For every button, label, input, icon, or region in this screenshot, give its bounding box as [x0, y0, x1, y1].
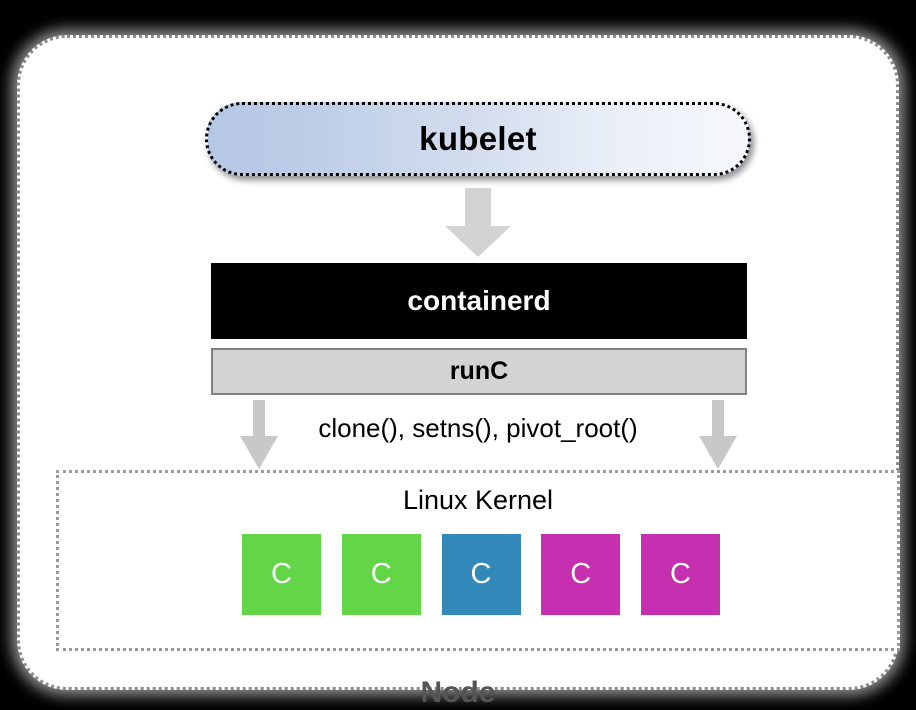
container-glyph: C: [670, 558, 691, 590]
container-glyph: C: [271, 558, 292, 590]
linux-kernel-label: Linux Kernel: [402, 485, 554, 515]
container-2[interactable]: C: [341, 534, 421, 615]
container-glyph: C: [370, 558, 392, 590]
syscall-label: clone(), setns(), pivot_root(): [318, 413, 638, 443]
node-container: kubelet containerd runC clone(), setns()…: [17, 35, 900, 709]
down-arrow-icon: [239, 400, 279, 470]
container-glyph: C: [470, 558, 492, 590]
containerd-box[interactable]: containerd: [211, 263, 747, 339]
kubelet-label: kubelet: [419, 120, 537, 157]
container-glyph: C: [570, 558, 592, 590]
down-arrow-icon: [698, 400, 738, 470]
runc-label: runC: [449, 357, 509, 385]
kubelet-box[interactable]: kubelet: [205, 102, 751, 176]
container-5[interactable]: C: [641, 534, 720, 615]
linux-kernel-box: Linux Kernel C C C C C: [56, 470, 900, 651]
container-3[interactable]: C: [441, 534, 521, 615]
container-1[interactable]: C: [242, 534, 321, 615]
container-4[interactable]: C: [541, 534, 621, 615]
down-block-arrow-icon: [444, 188, 512, 258]
runc-box[interactable]: runC: [211, 348, 747, 395]
containerd-label: containerd: [407, 285, 551, 316]
node-label: Node: [420, 676, 496, 709]
